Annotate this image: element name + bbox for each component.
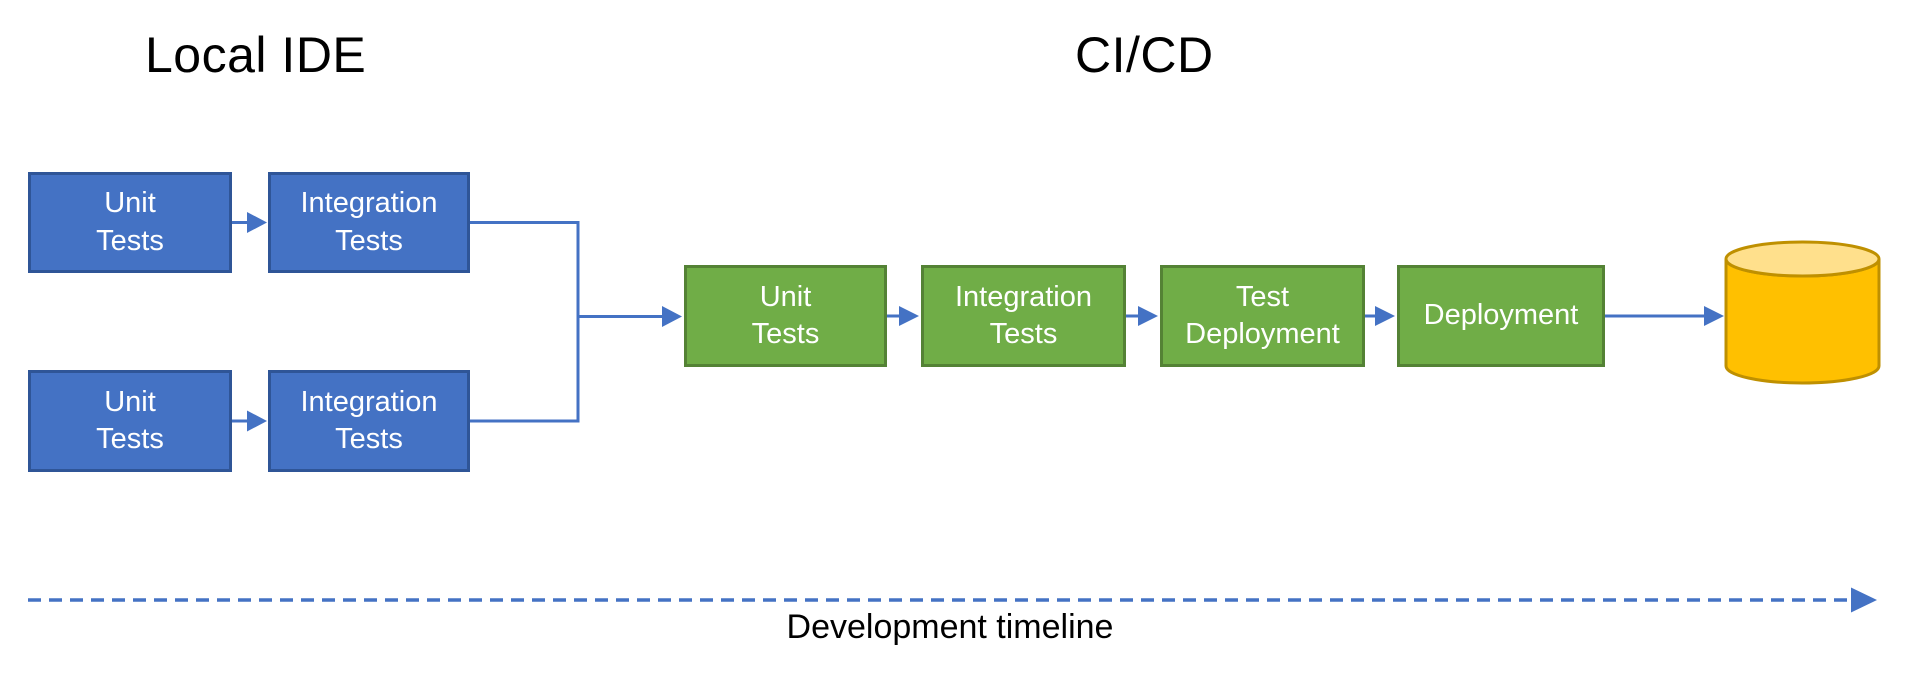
arrow-deploy-to-database [1605, 306, 1724, 326]
local-ide-title: Local IDE [145, 27, 367, 83]
local-unit-tests-row1: Unit Tests [28, 172, 232, 273]
cicd-test-deployment: Test Deployment [1160, 265, 1365, 367]
arrow-integration-to-testdeploy [1126, 306, 1158, 326]
timeline-label: Development timeline [786, 608, 1114, 646]
arrow-merge-to-cicd [578, 306, 682, 327]
local-integration-tests-row2: Integration Tests [268, 370, 470, 472]
local-unit-tests-row2: Unit Tests [28, 370, 232, 472]
arrow-local-row2 [232, 410, 267, 432]
local-integration-tests-row1: Integration Tests [268, 172, 470, 273]
cicd-integration-tests: Integration Tests [921, 265, 1126, 367]
merge-connector [470, 221, 580, 423]
arrow-testdeploy-to-deploy [1365, 306, 1395, 326]
timeline-arrow [28, 587, 1877, 613]
arrow-local-row1 [232, 212, 267, 233]
cicd-unit-tests: Unit Tests [684, 265, 887, 367]
cicd-deployment: Deployment [1397, 265, 1605, 367]
database-icon [1724, 240, 1881, 385]
cicd-title: CI/CD [1075, 27, 1214, 83]
arrow-cicd-unit-to-integration [887, 306, 919, 326]
